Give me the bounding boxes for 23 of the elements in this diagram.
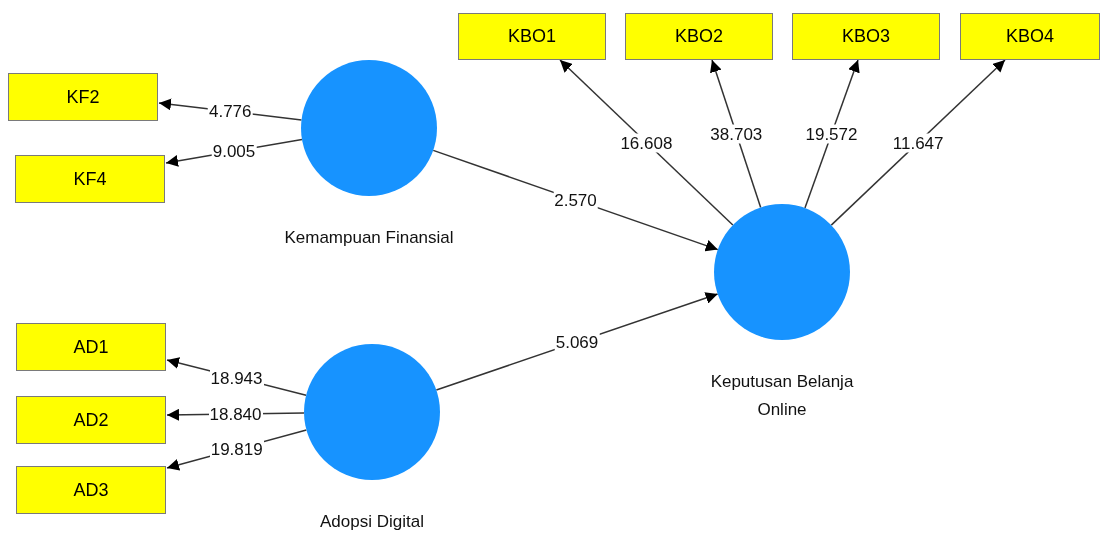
edge-label: 16.608 bbox=[619, 133, 674, 152]
construct-name: Adopsi Digital bbox=[319, 511, 425, 533]
edge-label: 11.647 bbox=[891, 133, 945, 153]
edge-label: 2.570 bbox=[553, 190, 598, 210]
indicator-box: KF4 bbox=[15, 155, 165, 203]
indicator-box: KBO3 bbox=[792, 13, 940, 60]
edge-label: 19.572 bbox=[804, 124, 859, 144]
indicator-box: AD2 bbox=[16, 396, 166, 444]
indicator-box: KBO4 bbox=[960, 13, 1100, 60]
edge-label: 5.069 bbox=[554, 332, 600, 352]
edge-label: 18.943 bbox=[209, 368, 264, 388]
construct-name: Kemampuan Finansial bbox=[283, 227, 455, 249]
edge-label: 19.819 bbox=[209, 439, 264, 459]
indicator-box: KF2 bbox=[8, 73, 158, 121]
indicator-box: AD1 bbox=[16, 323, 166, 371]
edge-label: 38.703 bbox=[709, 124, 764, 144]
indicator-box: KBO1 bbox=[458, 13, 606, 60]
indicator-box: KBO2 bbox=[625, 13, 773, 60]
construct-name: Keputusan Belanja Online bbox=[709, 371, 855, 421]
indicator-box: AD3 bbox=[16, 466, 166, 514]
arrow bbox=[559, 59, 734, 226]
arrow bbox=[830, 59, 1006, 226]
arrow bbox=[710, 59, 762, 209]
